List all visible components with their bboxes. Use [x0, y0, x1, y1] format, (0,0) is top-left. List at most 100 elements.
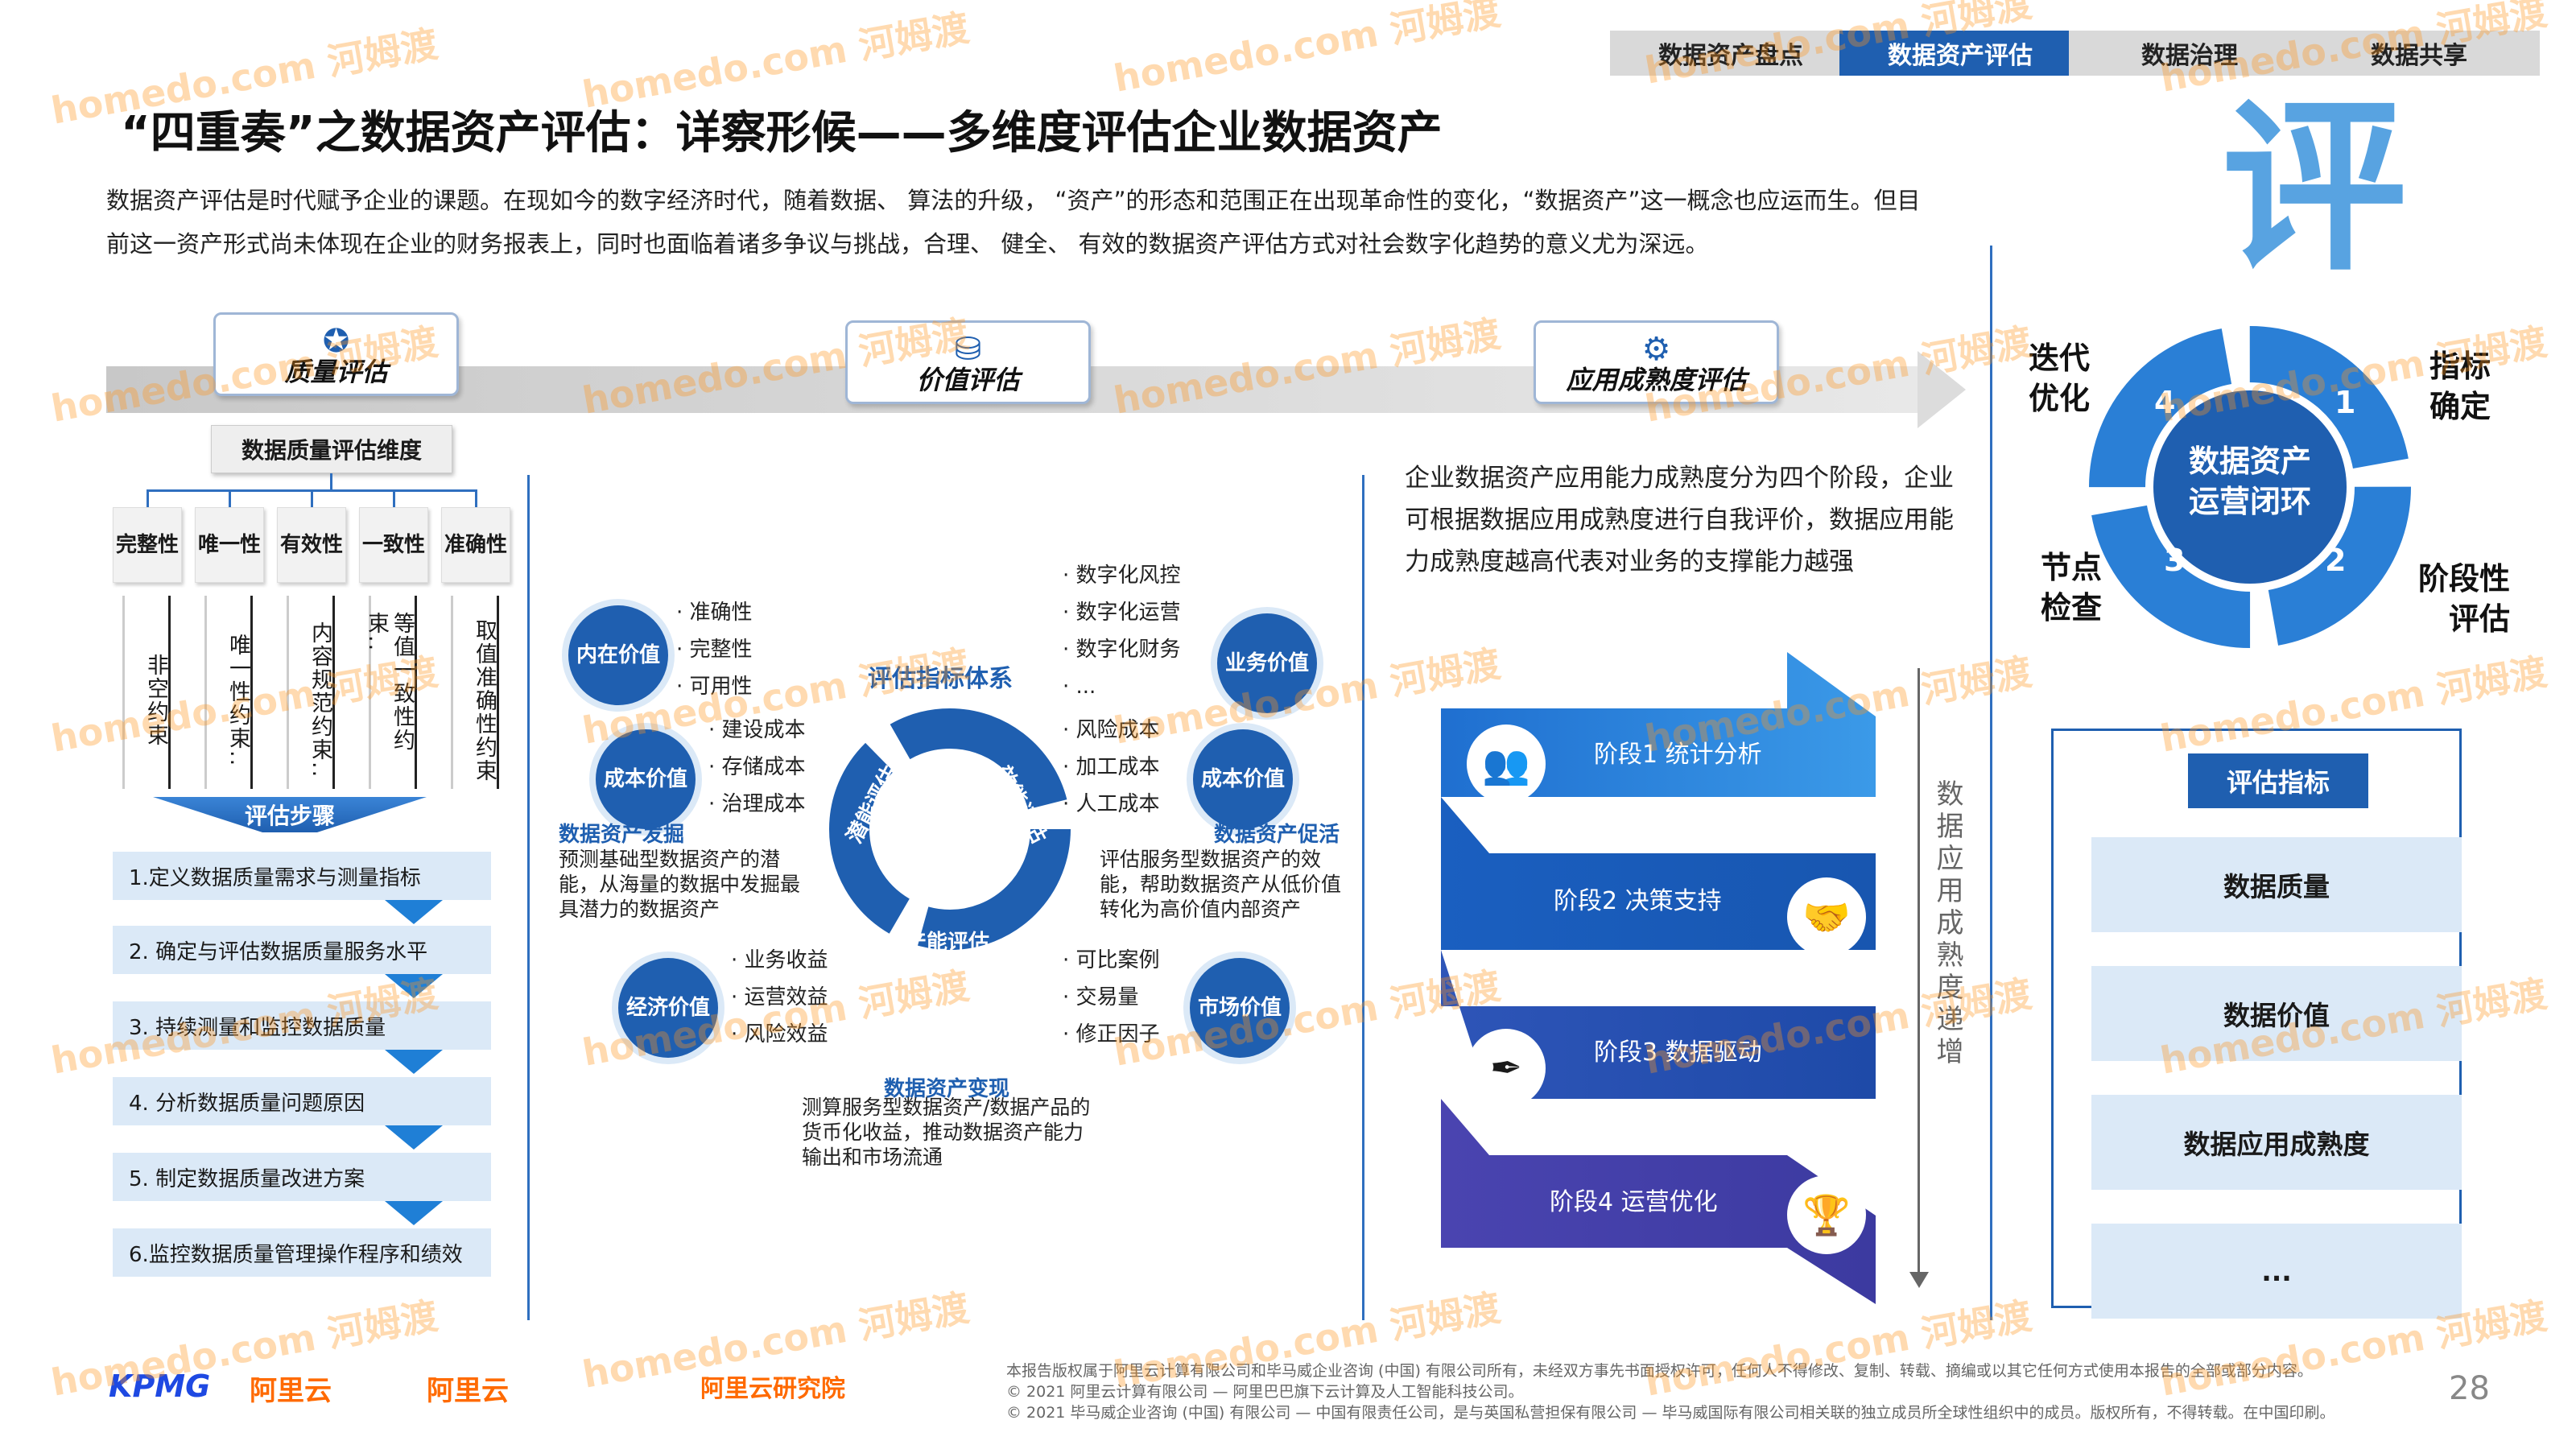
list-item: · 人工成本 — [1063, 792, 1160, 816]
list-item-text: 风险效益 — [744, 1022, 828, 1046]
watermark: homedo.com 河姆渡 — [1110, 0, 1504, 101]
cycle-center-text: 数据资产运营闭环 — [2188, 444, 2311, 519]
tree-connector — [229, 489, 231, 507]
tree-connector — [393, 489, 395, 507]
decorative-character: 评 — [2222, 81, 2408, 296]
list-item: · 治理成本 — [708, 792, 806, 816]
indicator-panel-title: 评估指标 — [2188, 753, 2368, 808]
stage-4-label: 阶段4 运营优化 — [1550, 1188, 1718, 1216]
list-item-text: 数字化财务 — [1075, 638, 1181, 662]
list-market: · 可比案例 · 交易量 · 修正因子 — [1063, 942, 1160, 1053]
handshake-icon: 🤝 — [1787, 877, 1866, 956]
list-item-text: 修正因子 — [1075, 1022, 1160, 1046]
indicator-quality: 数据质量 — [2091, 837, 2462, 932]
cycle-number-1: 1 — [2334, 385, 2356, 420]
list-item-text: ... — [1075, 675, 1096, 699]
maturity-arrow-line — [1918, 668, 1920, 1280]
list-item: · 建设成本 — [708, 718, 806, 742]
dim-validity: 有效性 — [277, 507, 346, 583]
value-ring-diagram — [829, 708, 1071, 950]
list-item: · 修正因子 — [1063, 1022, 1160, 1046]
footer-copyright: 本报告版权属于阿里云计算有限公司和毕马威企业咨询 (中国) 有限公司所有，未经双… — [1006, 1360, 2439, 1423]
list-item: · 风险成本 — [1063, 718, 1160, 742]
cycle-label-stage-eval: 阶段性评估 — [2417, 561, 2510, 637]
discover-desc: 预测基础型数据资产的潜能，从海量的数据中发掘最具潜力的数据资产 — [559, 848, 801, 921]
list-item: · ... — [1063, 675, 1096, 699]
page-number: 28 — [2449, 1370, 2490, 1407]
list-item: · 可用性 — [676, 675, 753, 699]
value-system-title: 评估指标体系 — [868, 665, 1013, 693]
stage-1-band — [1441, 652, 1876, 797]
dim-completeness: 完整性 — [113, 507, 182, 583]
footer-line: © 2021 毕马威企业咨询 (中国) 有限公司 — 中国有限责任公司，是与英国… — [1006, 1404, 2335, 1422]
cycle-number-2: 2 — [2325, 543, 2347, 578]
list-item: · 加工成本 — [1063, 755, 1160, 779]
list-item-text: 运营效益 — [744, 985, 828, 1009]
watermark: homedo.com 河姆渡 — [47, 1294, 441, 1405]
process-arrow-head — [1918, 351, 1966, 428]
dim-desc-accuracy: 取值准确性约束 — [451, 596, 499, 789]
circle-economic-value: 经济价值 — [618, 958, 718, 1058]
cycle-number-4: 4 — [2154, 385, 2176, 420]
tab-data-valuation[interactable]: 数据资产评估 — [1839, 31, 2081, 76]
section-label-text: 质量评估 — [284, 357, 388, 387]
tab-data-governance[interactable]: 数据治理 — [2069, 31, 2310, 76]
list-item: · 数字化财务 — [1063, 638, 1181, 662]
quality-dimension-title: 数据质量评估维度 — [211, 425, 452, 473]
section-label-value: ⛁ 价值评估 — [845, 320, 1091, 404]
list-item-text: 建设成本 — [721, 718, 806, 742]
circle-cost-value-left: 成本价值 — [596, 729, 696, 829]
list-item: · 存储成本 — [708, 755, 806, 779]
list-item-text: 交易量 — [1075, 985, 1139, 1009]
dim-uniqueness: 唯一性 — [195, 507, 264, 583]
tree-connector — [147, 489, 149, 507]
tab-data-inventory[interactable]: 数据资产盘点 — [1610, 31, 1852, 76]
footer-line: 本报告版权属于阿里云计算有限公司和毕马威企业咨询 (中国) 有限公司所有，未经双… — [1006, 1362, 2313, 1380]
circle-business-value: 业务价值 — [1217, 613, 1317, 713]
dim-consistency: 一致性 — [359, 507, 428, 583]
list-item: · 风险效益 — [731, 1022, 828, 1046]
list-item: · 准确性 — [676, 601, 753, 625]
list-item: · 可比案例 — [1063, 948, 1160, 972]
list-item-text: 存储成本 — [721, 755, 806, 779]
list-item-text: 可用性 — [689, 675, 753, 699]
list-item: · 交易量 — [1063, 985, 1139, 1009]
tab-data-sharing[interactable]: 数据共享 — [2298, 31, 2540, 76]
stage-3-band — [1441, 950, 1876, 1099]
list-item-text: 数字化风控 — [1075, 564, 1181, 588]
step-4: 4. 分析数据质量问题原因 — [113, 1077, 491, 1125]
step-arrow — [385, 974, 443, 998]
step-5: 5. 制定数据质量改进方案 — [113, 1153, 491, 1201]
pen-icon: ✒ — [1467, 1029, 1546, 1108]
list-item: · 业务收益 — [731, 948, 828, 972]
operation-cycle-diagram — [2089, 326, 2411, 648]
step-arrow — [385, 1050, 443, 1074]
step-2: 2. 确定与评估数据质量服务水平 — [113, 926, 491, 974]
section-divider — [527, 475, 530, 1320]
list-economic: · 业务收益 · 运营效益 · 风险效益 — [731, 942, 828, 1053]
ring-inner — [871, 750, 1029, 908]
circle-cost-value-right: 成本价值 — [1193, 729, 1293, 829]
list-item-text: 风险成本 — [1075, 718, 1160, 742]
intro-paragraph: 数据资产评估是时代赋予企业的课题。在现如今的数字经济时代，随着数据、 算法的升级… — [106, 187, 1921, 258]
cycle-ring — [2089, 326, 2411, 648]
list-item-text: 加工成本 — [1075, 755, 1160, 779]
step-arrow — [385, 1201, 443, 1225]
list-item: · 运营效益 — [731, 985, 828, 1009]
indicator-value: 数据价值 — [2091, 966, 2462, 1061]
section-divider — [1362, 475, 1364, 1320]
list-cost-right: · 风险成本 · 加工成本 · 人工成本 — [1063, 712, 1160, 823]
maturity-axis-label: 数据应用成熟度递增 — [1931, 779, 1963, 1069]
monetize-title: 数据资产变现 — [884, 1077, 1010, 1101]
trophy-icon: 🏆 — [1787, 1175, 1866, 1254]
indicator-maturity: 数据应用成熟度 — [2091, 1095, 2462, 1190]
team-icon: 👥 — [1467, 724, 1546, 803]
circle-inner-value: 内在价值 — [568, 605, 668, 705]
list-item: · 数字化运营 — [1063, 601, 1181, 625]
list-item-text: 数字化运营 — [1075, 601, 1181, 625]
step-6: 6.监控数据质量管理操作程序和绩效 — [113, 1228, 491, 1277]
aliyun-logo-1: 阿里云 — [250, 1375, 332, 1407]
maturity-arrow-head — [1909, 1272, 1929, 1288]
stage-1-label: 阶段1 统计分析 — [1594, 741, 1762, 769]
stage-3-label: 阶段3 数据驱动 — [1594, 1038, 1762, 1067]
